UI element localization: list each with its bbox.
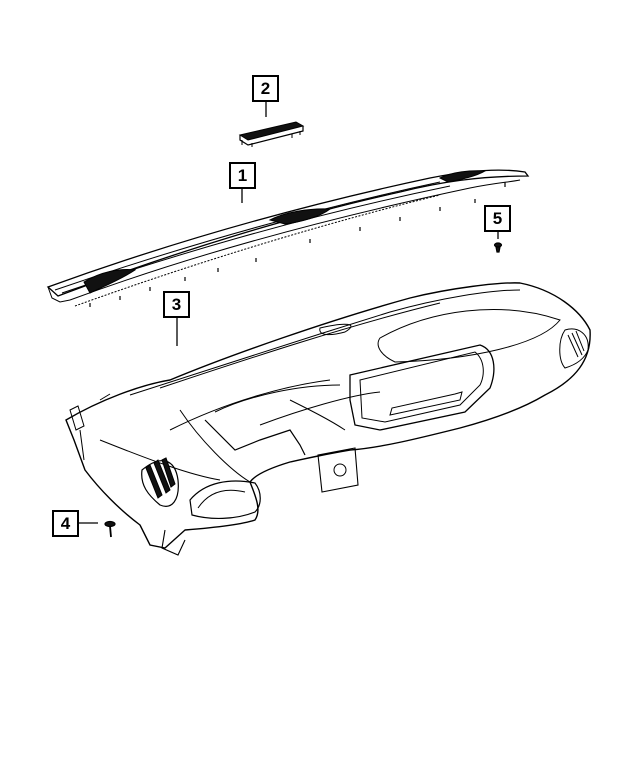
callout-1[interactable]: 1	[229, 162, 256, 189]
part-1-clips	[89, 182, 506, 307]
part-2-defroster-bezel[interactable]	[238, 121, 305, 147]
callout-3[interactable]: 3	[163, 291, 190, 318]
part-3-instrument-panel[interactable]	[65, 282, 591, 556]
callout-4[interactable]: 4	[52, 510, 79, 537]
callout-2[interactable]: 2	[252, 75, 279, 102]
callout-5[interactable]: 5	[484, 205, 511, 232]
part-1-top-cover[interactable]	[46, 169, 530, 307]
leader-lines	[79, 102, 499, 524]
left-vent-louvers	[145, 457, 176, 499]
part-4-fastener-screw[interactable]	[104, 520, 116, 538]
part-5-fastener-clip[interactable]	[493, 242, 503, 253]
